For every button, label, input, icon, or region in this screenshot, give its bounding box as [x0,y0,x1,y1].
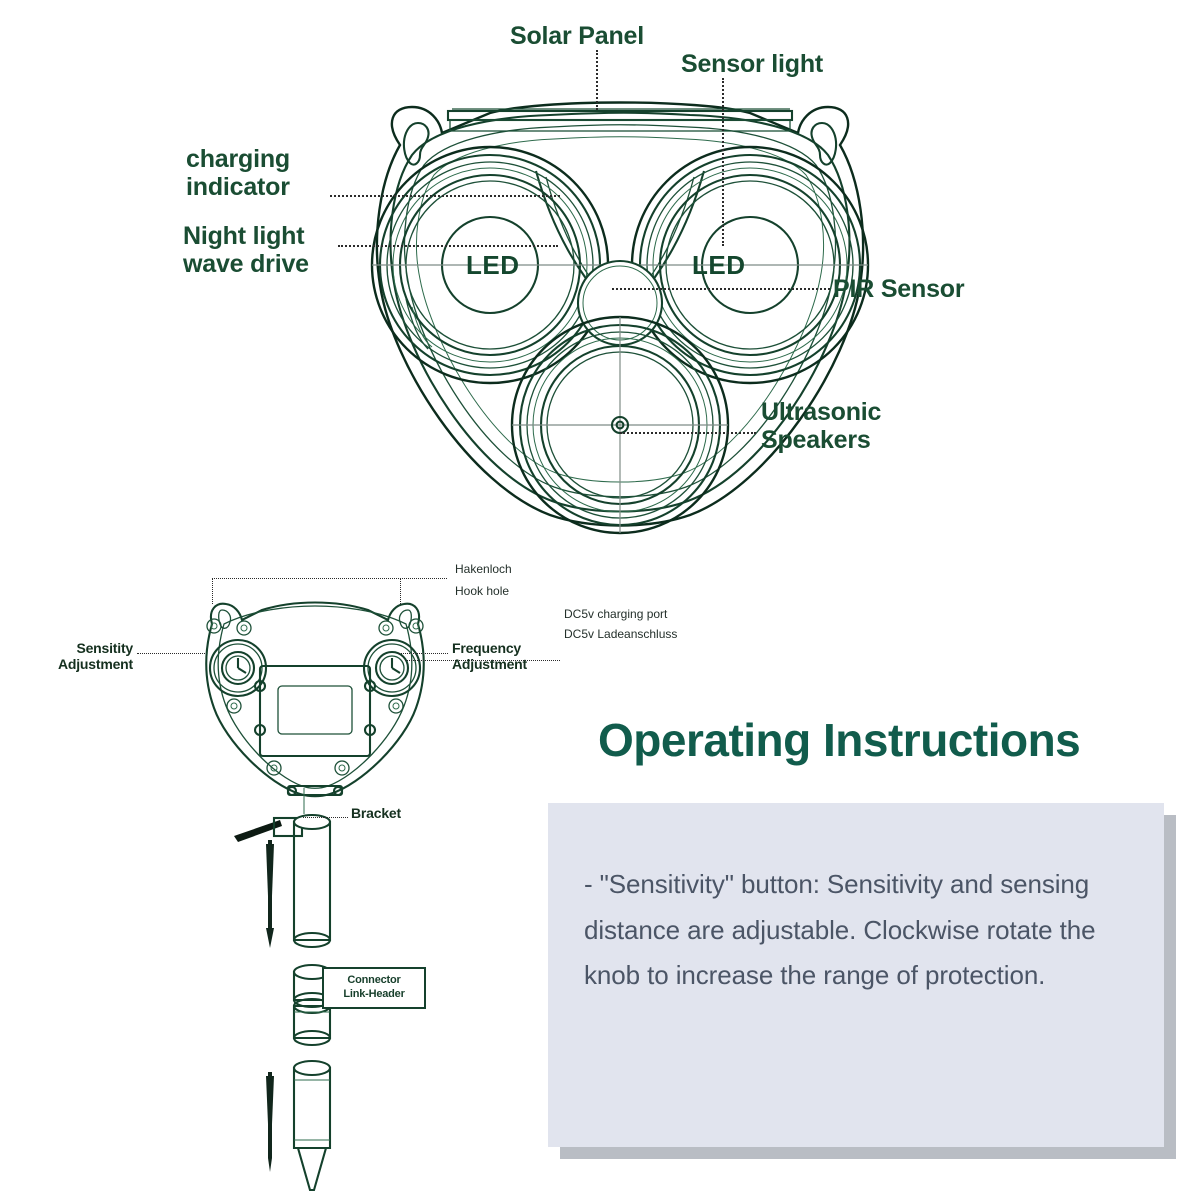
instructions-body-text: - "Sensitivity" button: Sensitivity and … [584,869,1096,990]
instructions-panel [548,803,1164,1147]
label-charging-indicator: charging indicator [186,145,290,201]
operating-instructions-title: Operating Instructions [598,714,1081,766]
label-charging-port-en: DC5v charging port [564,607,668,621]
label-sensitivity-adjustment: Sensitity Adjustment [57,640,133,672]
label-frequency-adjustment: Frequency Adjustment [452,640,528,672]
label-bracket: Bracket [351,805,401,821]
led-label-right: LED [692,250,746,280]
leader-hook-hole-top [212,578,447,579]
label-sensor-light: Sensor light [681,50,824,78]
leader-bracket [303,817,348,818]
back-view-drawing [205,601,425,798]
leader-hook-hole-right [400,578,401,604]
leader-sensor-light [722,78,724,246]
label-charging-port-de: DC5v Ladeanschluss [564,627,678,641]
label-hook-hole-de: Hakenloch [455,562,512,576]
label-pir-sensor: PIR Sensor [833,275,965,303]
front-view-drawing [370,101,870,535]
leader-charging-indicator [330,195,560,197]
led-label-left: LED [466,250,520,280]
leader-solar-panel [596,50,598,110]
label-night-light-wave-drive: Night light wave drive [183,222,309,278]
connector-link-header-box: Connector Link-Header [322,967,426,1009]
bracket-assembly-drawing [234,788,332,1192]
leader-hook-hole-left [212,578,213,604]
label-solar-panel: Solar Panel [510,22,644,50]
connector-box-line1: Connector [347,974,401,987]
leader-pir-sensor [612,288,830,290]
leader-sensitivity-adjustment [137,653,205,654]
label-ultrasonic-speakers: Ultrasonic Speakers [761,398,882,454]
label-hook-hole-en: Hook hole [455,584,510,598]
leader-night-light [338,245,558,247]
leader-charging-port [405,660,560,661]
connector-box-line2: Link-Header [343,988,405,1000]
leader-frequency-adjustment [398,653,448,654]
leader-ultrasonic-speakers [620,432,756,434]
